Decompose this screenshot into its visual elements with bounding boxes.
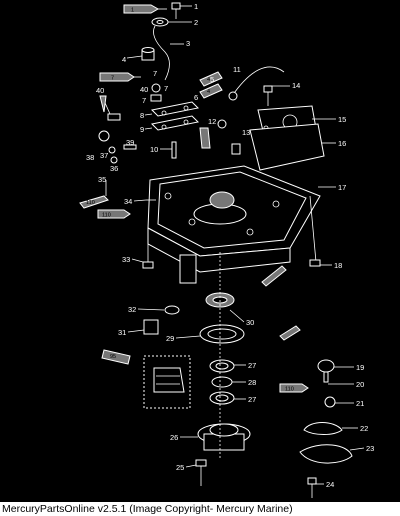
svg-text:4: 4 bbox=[207, 77, 210, 83]
sealant-tube-7b bbox=[99, 95, 107, 113]
svg-text:110: 110 bbox=[102, 213, 111, 219]
svg-text:31: 31 bbox=[118, 328, 126, 337]
svg-text:14: 14 bbox=[292, 81, 300, 90]
svg-text:21: 21 bbox=[356, 399, 364, 408]
svg-text:23: 23 bbox=[366, 444, 374, 453]
sealant-tube-4b: 4 bbox=[199, 83, 223, 99]
sealant-tube-95b bbox=[261, 265, 287, 287]
svg-text:7: 7 bbox=[111, 76, 114, 82]
sealant-tube-110a: 110 bbox=[97, 209, 131, 219]
sealant-tube-110c: 110 bbox=[279, 383, 309, 393]
svg-text:7: 7 bbox=[142, 96, 146, 105]
svg-text:37: 37 bbox=[100, 151, 108, 160]
svg-text:4: 4 bbox=[122, 55, 126, 64]
svg-text:12: 12 bbox=[208, 117, 216, 126]
svg-text:1: 1 bbox=[131, 8, 134, 14]
svg-text:7: 7 bbox=[164, 84, 168, 93]
svg-text:9: 9 bbox=[140, 125, 144, 134]
sleeve-part bbox=[141, 47, 155, 61]
svg-text:33: 33 bbox=[122, 255, 130, 264]
svg-text:8: 8 bbox=[140, 111, 144, 120]
svg-text:24: 24 bbox=[326, 480, 334, 489]
sealant-tube-95d bbox=[279, 325, 301, 341]
svg-text:19: 19 bbox=[356, 363, 364, 372]
svg-text:26: 26 bbox=[170, 433, 178, 442]
svg-text:20: 20 bbox=[356, 380, 364, 389]
svg-text:1: 1 bbox=[194, 2, 198, 11]
svg-text:27: 27 bbox=[248, 395, 256, 404]
sealant-tube-110b: 110 bbox=[79, 195, 109, 209]
exploded-parts-diagram: 1 7 4 4 bbox=[79, 2, 374, 498]
svg-text:29: 29 bbox=[166, 334, 174, 343]
svg-text:11: 11 bbox=[233, 65, 241, 74]
main-housing bbox=[147, 165, 321, 284]
svg-text:30: 30 bbox=[246, 318, 254, 327]
svg-text:27: 27 bbox=[248, 361, 256, 370]
svg-text:34: 34 bbox=[124, 197, 132, 206]
svg-text:36: 36 bbox=[110, 164, 118, 173]
svg-text:22: 22 bbox=[360, 424, 368, 433]
sealant-tube-4: 4 bbox=[199, 71, 223, 87]
sealant-tube-95a bbox=[199, 127, 211, 149]
svg-text:110: 110 bbox=[86, 200, 95, 206]
svg-text:40: 40 bbox=[140, 85, 148, 94]
detail-inset bbox=[143, 355, 191, 409]
svg-text:10: 10 bbox=[150, 145, 158, 154]
svg-text:18: 18 bbox=[334, 261, 342, 270]
svg-text:25: 25 bbox=[176, 463, 184, 472]
sealant-tube-1: 1 bbox=[123, 4, 160, 14]
svg-text:15: 15 bbox=[338, 115, 346, 124]
svg-text:38: 38 bbox=[86, 153, 94, 162]
svg-text:35: 35 bbox=[98, 175, 106, 184]
svg-text:6: 6 bbox=[194, 93, 198, 102]
svg-text:28: 28 bbox=[248, 378, 256, 387]
svg-text:17: 17 bbox=[338, 183, 346, 192]
cover-plate bbox=[249, 105, 325, 171]
svg-text:95: 95 bbox=[110, 354, 116, 360]
copyright-footer: MercuryPartsOnline v2.5.1 (Image Copyrig… bbox=[0, 502, 400, 516]
bracket-part bbox=[150, 101, 200, 131]
svg-text:7: 7 bbox=[153, 69, 157, 78]
svg-text:2: 2 bbox=[194, 18, 198, 27]
svg-text:4: 4 bbox=[207, 89, 210, 95]
screw-part bbox=[171, 2, 181, 19]
callout-labels: 1 2 3 4 40 7 7 5 6 7 8 9 10 11 12 13 14 … bbox=[86, 2, 374, 489]
sealant-tube-95c: 95 bbox=[101, 349, 131, 365]
pump-base bbox=[197, 423, 251, 451]
svg-text:39: 39 bbox=[126, 138, 134, 147]
svg-text:40: 40 bbox=[96, 86, 104, 95]
svg-text:32: 32 bbox=[128, 305, 136, 314]
svg-text:3: 3 bbox=[186, 39, 190, 48]
svg-text:110: 110 bbox=[285, 387, 294, 393]
svg-text:13: 13 bbox=[242, 128, 250, 137]
svg-text:5: 5 bbox=[210, 75, 214, 84]
svg-text:16: 16 bbox=[338, 139, 346, 148]
sealant-tube-7: 7 bbox=[99, 72, 135, 82]
